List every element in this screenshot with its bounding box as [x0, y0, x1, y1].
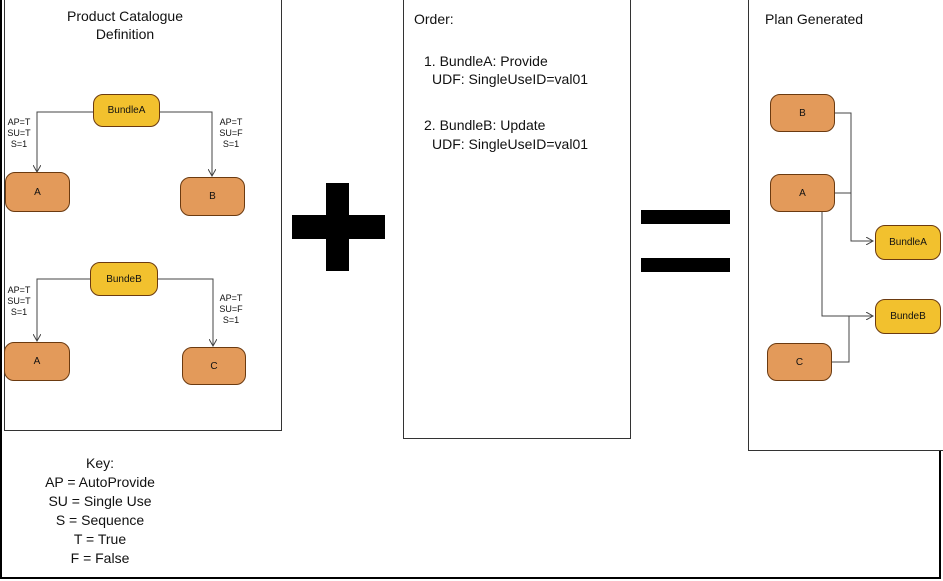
order-item-1-line1: 1. BundleA: Provide	[424, 53, 548, 69]
plan-node-c: C	[767, 343, 832, 381]
catalogue-bundlea-child-a-node: A	[5, 172, 70, 212]
key-line: T = True	[73, 531, 127, 547]
equals-sign-top	[641, 210, 730, 224]
edge-label-s: S=1	[10, 307, 28, 317]
catalogue-title: Product Catalogue Definition	[4, 7, 246, 43]
catalogue-bundeb-child-a-node: A	[4, 342, 70, 381]
edge-label-bundlea-right: AP=T SU=F S=1	[216, 117, 246, 150]
catalogue-title-line2: Definition	[95, 26, 155, 42]
key-line: F = False	[70, 550, 130, 566]
key-line: S = Sequence	[55, 512, 145, 528]
plan-node-a: A	[770, 174, 835, 212]
edge-label-su: SU=T	[7, 296, 31, 306]
edge-label-su: SU=T	[7, 128, 31, 138]
order-panel	[403, 0, 631, 439]
edge-label-ap: AP=T	[219, 117, 243, 127]
edge-label-s: S=1	[10, 139, 28, 149]
catalogue-bundlea-node: BundleA	[93, 94, 160, 127]
edge-bundeb-to-a	[37, 278, 90, 341]
order-item-2-line2: UDF: SingleUseID=val01	[432, 136, 589, 152]
catalogue-bundeb-node: BundeB	[90, 262, 158, 296]
edge-label-ap: AP=T	[219, 293, 243, 303]
plan-node-b: B	[770, 94, 835, 132]
plan-node-bundlea: BundleA	[875, 225, 941, 260]
plus-sign-vertical	[326, 183, 349, 271]
edge-plan-b-to-bundlea	[835, 112, 873, 241]
edge-label-su: SU=F	[219, 128, 243, 138]
edge-plan-a-to-bundeb	[821, 212, 873, 316]
edge-bundlea-to-b	[160, 111, 212, 176]
edge-label-ap: AP=T	[7, 285, 31, 295]
edge-label-bundeb-right: AP=T SU=F S=1	[216, 293, 246, 326]
edge-label-su: SU=F	[219, 304, 243, 314]
key-line: SU = Single Use	[48, 493, 152, 509]
order-item-1-line2: UDF: SingleUseID=val01	[432, 71, 589, 87]
edge-bundlea-to-a	[37, 111, 93, 172]
key-line: AP = AutoProvide	[45, 474, 155, 490]
key-legend: Key: AP = AutoProvide SU = Single Use S …	[20, 454, 180, 567]
order-item-2-line1: 2. BundleB: Update	[424, 117, 546, 133]
edge-label-bundlea-left: AP=T SU=T S=1	[5, 117, 33, 150]
edge-plan-c-to-bundeb	[832, 316, 850, 363]
key-title: Key:	[85, 455, 114, 471]
edge-label-ap: AP=T	[7, 117, 31, 127]
catalogue-bundeb-child-c-node: C	[182, 347, 246, 385]
catalogue-bundlea-child-b-node: B	[180, 177, 245, 216]
edge-label-s: S=1	[222, 315, 240, 325]
edge-bundeb-to-c	[158, 278, 213, 346]
edge-label-s: S=1	[222, 139, 240, 149]
catalogue-title-line1: Product Catalogue	[67, 8, 183, 24]
edge-label-bundeb-left: AP=T SU=T S=1	[5, 285, 33, 318]
equals-sign-bottom	[641, 258, 730, 272]
order-title: Order:	[414, 11, 454, 27]
plan-title: Plan Generated	[765, 11, 864, 27]
plan-node-bundeb: BundeB	[875, 299, 941, 334]
